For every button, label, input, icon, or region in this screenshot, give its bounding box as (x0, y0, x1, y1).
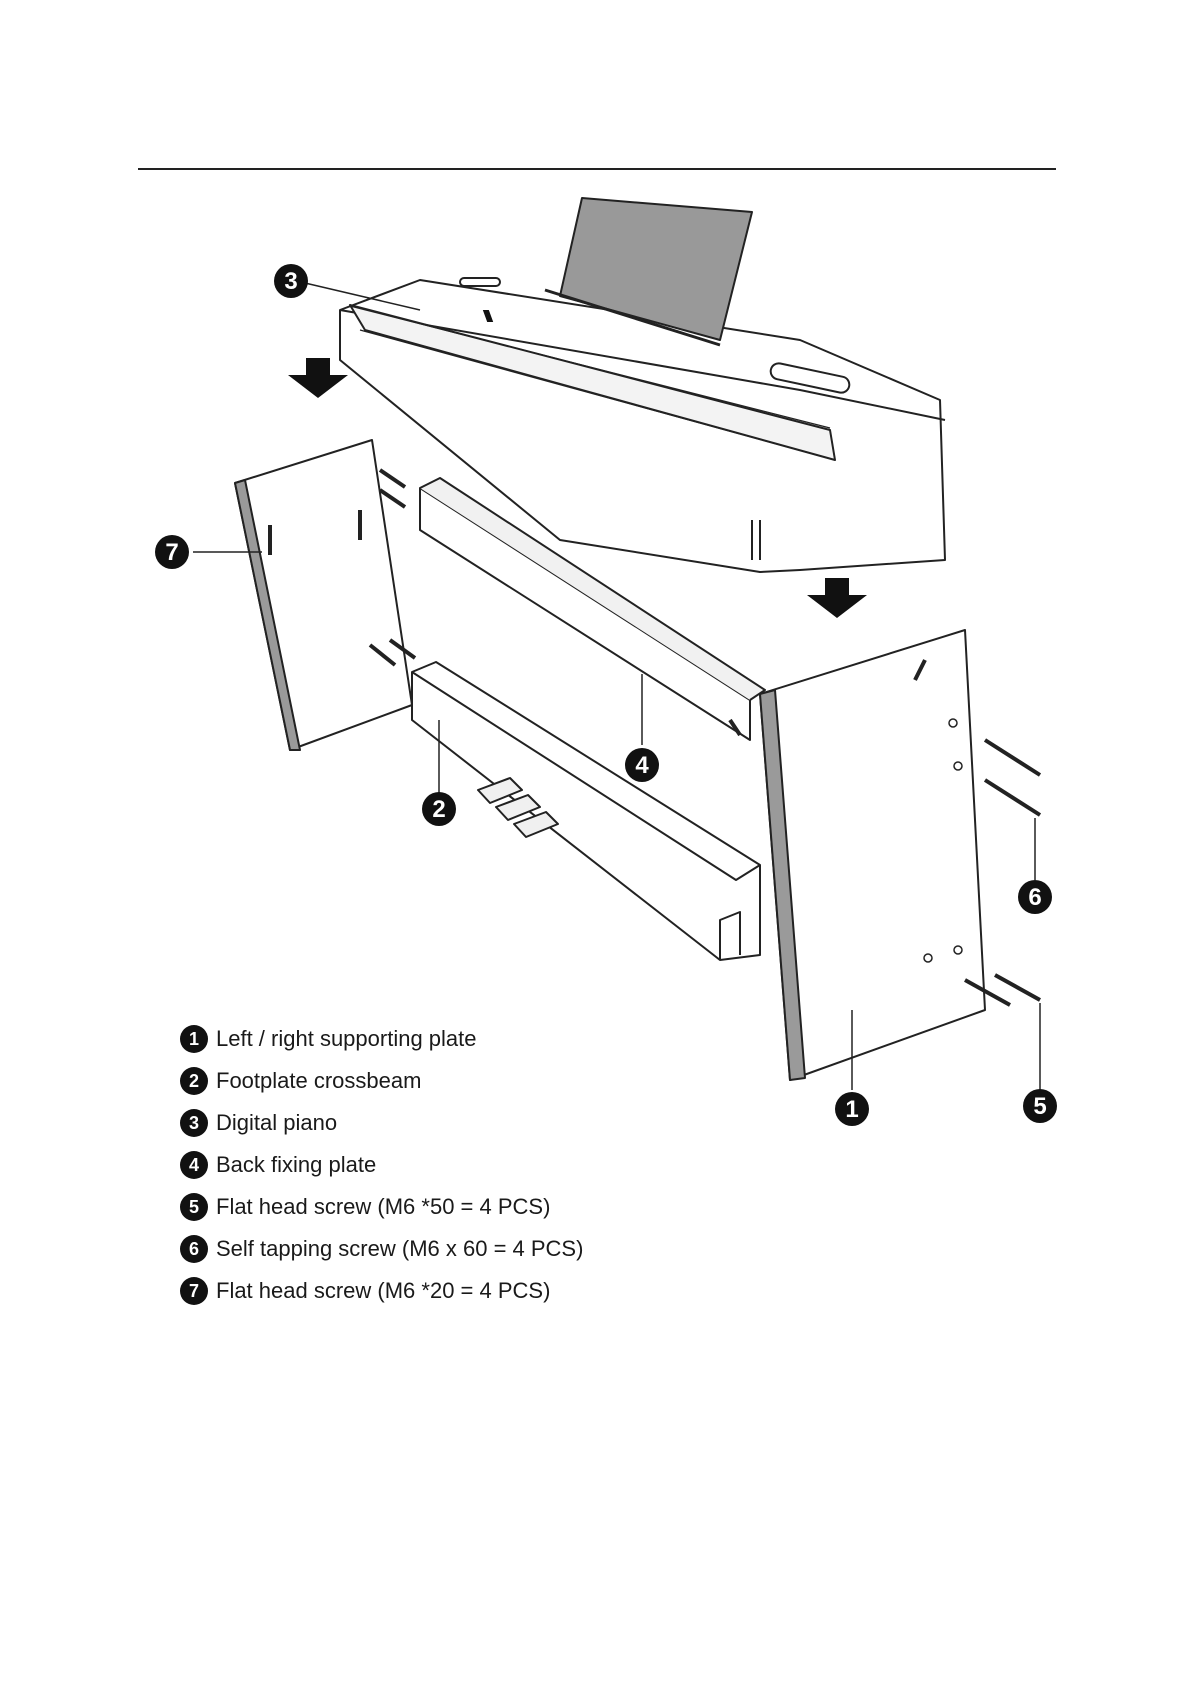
callout-marker-2: 2 (422, 792, 456, 826)
svg-text:6: 6 (1028, 884, 1041, 911)
left-supporting-plate (235, 440, 412, 750)
svg-text:4: 4 (635, 752, 649, 779)
legend-item: 4 Back fixing plate (180, 1144, 583, 1186)
svg-text:7: 7 (165, 539, 178, 566)
legend-label: Digital piano (216, 1110, 337, 1136)
legend-label: Flat head screw (M6 *50 = 4 PCS) (216, 1194, 550, 1220)
legend-label: Back fixing plate (216, 1152, 376, 1178)
legend-label: Footplate crossbeam (216, 1068, 421, 1094)
legend-label: Flat head screw (M6 *20 = 4 PCS) (216, 1278, 550, 1304)
callout-marker-3: 3 (274, 264, 308, 298)
legend-item: 2 Footplate crossbeam (180, 1060, 583, 1102)
svg-text:2: 2 (432, 796, 445, 823)
callout-marker-4: 4 (625, 748, 659, 782)
parts-legend: 1 Left / right supporting plate 2 Footplat… (180, 1018, 583, 1312)
callout-marker-6: 6 (1018, 880, 1052, 914)
legend-item: 3 Digital piano (180, 1102, 583, 1144)
legend-item: 1 Left / right supporting plate (180, 1018, 583, 1060)
speaker-left (460, 278, 500, 286)
callout-marker-7: 7 (155, 535, 189, 569)
legend-number: 6 (180, 1235, 208, 1263)
svg-text:1: 1 (845, 1096, 858, 1123)
legend-number: 1 (180, 1025, 208, 1053)
legend-number: 4 (180, 1151, 208, 1179)
callout-marker-5: 5 (1023, 1089, 1057, 1123)
svg-text:3: 3 (284, 268, 297, 295)
legend-number: 7 (180, 1277, 208, 1305)
right-supporting-plate (760, 630, 985, 1080)
legend-item: 5 Flat head screw (M6 *50 = 4 PCS) (180, 1186, 583, 1228)
legend-item: 6 Self tapping screw (M6 x 60 = 4 PCS) (180, 1228, 583, 1270)
legend-number: 2 (180, 1067, 208, 1095)
legend-label: Left / right supporting plate (216, 1026, 477, 1052)
legend-number: 5 (180, 1193, 208, 1221)
svg-text:5: 5 (1033, 1093, 1046, 1120)
legend-label: Self tapping screw (M6 x 60 = 4 PCS) (216, 1236, 583, 1262)
legend-item: 7 Flat head screw (M6 *20 = 4 PCS) (180, 1270, 583, 1312)
callout-marker-1: 1 (835, 1092, 869, 1126)
legend-number: 3 (180, 1109, 208, 1137)
